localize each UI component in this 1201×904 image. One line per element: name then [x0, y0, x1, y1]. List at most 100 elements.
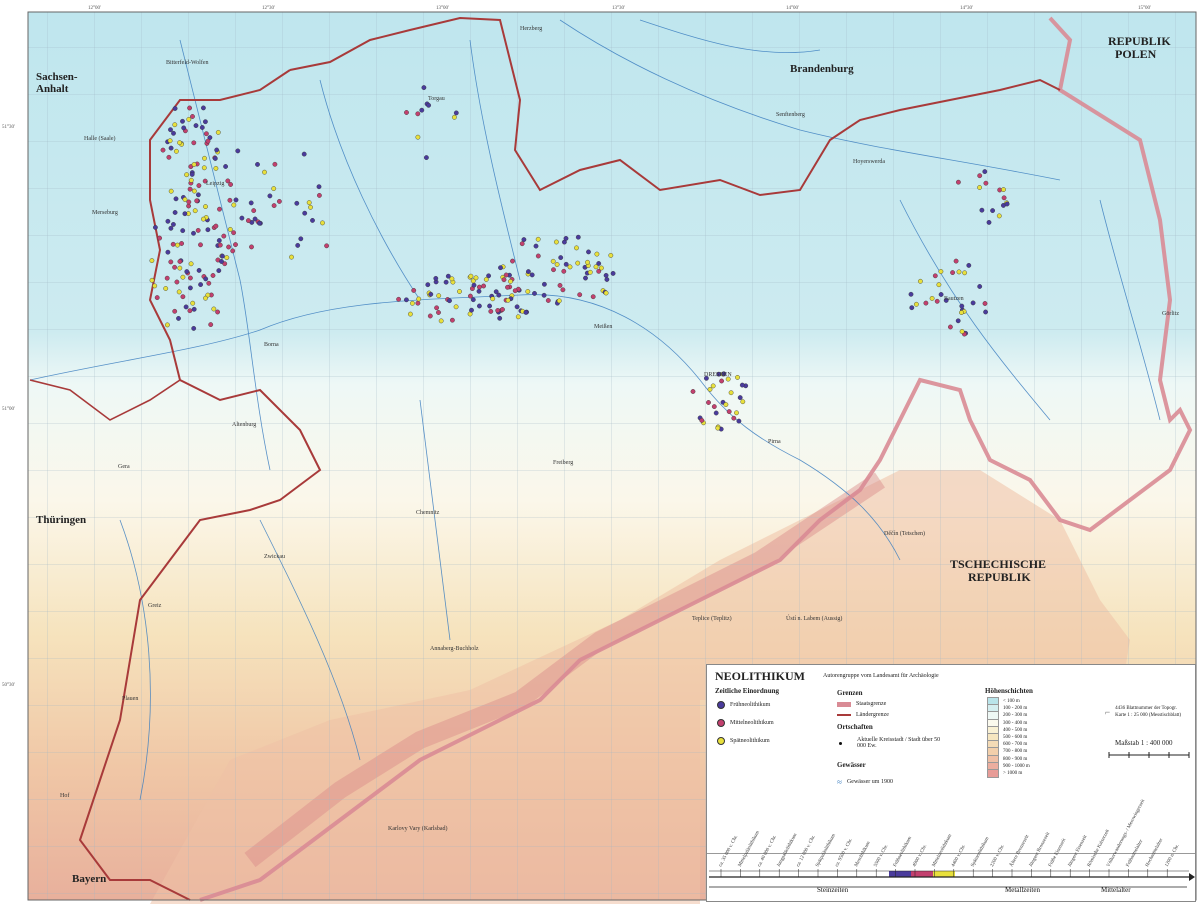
land-border — [78, 16, 1061, 901]
site-marker — [289, 254, 294, 260]
timeline-label: Ältere Bronzezeit — [1008, 833, 1030, 868]
site-marker — [956, 269, 962, 275]
site-marker — [187, 308, 193, 314]
coord-lat-5030: 50°30' — [2, 683, 15, 688]
site-marker — [956, 179, 961, 185]
site-marker — [426, 102, 431, 108]
region-thueringen: Thüringen — [36, 514, 86, 526]
site-marker — [428, 291, 434, 297]
site-marker — [519, 241, 525, 247]
site-marker — [195, 227, 201, 233]
site-marker — [938, 292, 944, 297]
water-icon: ≈ — [837, 777, 842, 787]
site-marker — [557, 282, 563, 288]
site-marker — [421, 85, 427, 91]
site-marker — [950, 270, 955, 275]
timeline-label: Jüngere Bronzezeit — [1029, 831, 1052, 868]
site-marker — [298, 236, 304, 242]
elevation-label: 400 - 500 m — [1003, 727, 1028, 733]
city-halle: Halle (Saale) — [84, 135, 115, 142]
city-labels: Bitterfeld-Wolfen Halle (Saale) Mersebur… — [60, 26, 1179, 832]
site-marker — [186, 199, 192, 205]
site-marker — [164, 322, 170, 328]
site-marker — [165, 218, 171, 224]
site-marker — [590, 294, 596, 300]
site-marker — [521, 237, 527, 243]
site-marker — [294, 200, 300, 206]
site-marker — [515, 314, 521, 320]
site-marker — [227, 226, 233, 232]
site-marker — [187, 285, 193, 291]
site-marker — [986, 219, 992, 225]
site-marker — [191, 230, 196, 236]
site-marker — [586, 249, 591, 255]
site-marker — [512, 288, 518, 294]
site-marker — [272, 161, 278, 167]
middle-neolithic-marker — [717, 719, 725, 727]
site-marker — [200, 216, 206, 222]
timeline-label: Frühe Eisenzeit — [1048, 837, 1067, 867]
site-marker — [415, 111, 421, 117]
city-pirna: Pirna — [768, 439, 781, 445]
site-marker — [436, 310, 441, 315]
site-marker — [704, 375, 709, 381]
timeline-label: Jungpaläolithikum — [777, 833, 799, 868]
site-marker — [219, 259, 224, 264]
site-marker — [255, 161, 260, 167]
site-marker — [203, 276, 209, 282]
sheet-grid-icon: ⌐ — [1105, 706, 1111, 717]
city-borna: Borna — [264, 342, 279, 348]
site-marker — [205, 138, 211, 144]
site-marker — [187, 186, 193, 192]
site-marker — [202, 155, 207, 161]
site-marker — [443, 279, 449, 285]
legend-staatsgrenze: Staatsgrenze — [837, 701, 886, 707]
coord-lon-1430: 14°30' — [960, 6, 973, 11]
city-karlovy-vary: Karlovy Vary (Karlsbad) — [388, 825, 448, 832]
site-marker — [488, 308, 494, 314]
city-bitterfeld: Bitterfeld-Wolfen — [166, 59, 209, 66]
site-marker — [523, 309, 529, 315]
site-marker — [396, 296, 401, 302]
city-altenburg: Altenburg — [232, 422, 256, 428]
site-marker — [216, 238, 222, 243]
site-marker — [230, 248, 236, 254]
site-marker — [165, 249, 171, 255]
site-marker — [532, 290, 537, 296]
coord-lon-1300: 13°00' — [436, 6, 449, 11]
site-marker — [180, 274, 186, 280]
site-marker — [710, 383, 716, 389]
site-marker — [172, 122, 178, 128]
site-marker — [191, 306, 197, 312]
site-marker — [191, 325, 197, 331]
site-marker — [936, 282, 942, 288]
site-marker — [194, 198, 200, 204]
site-marker — [198, 242, 203, 248]
elevation-label: < 100 m — [1003, 699, 1020, 704]
timeline-label: Jüngere Eisenzeit — [1068, 834, 1089, 868]
site-marker — [476, 288, 482, 294]
site-marker — [186, 203, 192, 209]
site-marker — [164, 275, 170, 281]
coord-lon-1500: 15°00' — [1138, 6, 1151, 11]
elevation-label: 200 - 300 m — [1003, 713, 1028, 719]
city-leipzig: Leipzig — [206, 181, 224, 187]
site-marker — [725, 376, 731, 382]
late-neolithic-marker — [717, 737, 725, 745]
scale-bar — [1108, 752, 1190, 758]
city-gera: Gera — [118, 464, 130, 470]
site-marker — [561, 268, 567, 274]
site-marker — [199, 125, 205, 130]
site-marker — [735, 374, 740, 380]
city-dot-icon — [839, 741, 842, 745]
site-marker — [721, 371, 727, 377]
site-marker — [425, 282, 431, 288]
site-marker — [195, 192, 201, 198]
site-marker — [168, 259, 174, 265]
site-marker — [208, 322, 214, 327]
site-marker — [152, 224, 158, 230]
timeline-middle — [911, 871, 933, 877]
site-marker — [188, 261, 194, 267]
site-marker — [149, 258, 155, 263]
